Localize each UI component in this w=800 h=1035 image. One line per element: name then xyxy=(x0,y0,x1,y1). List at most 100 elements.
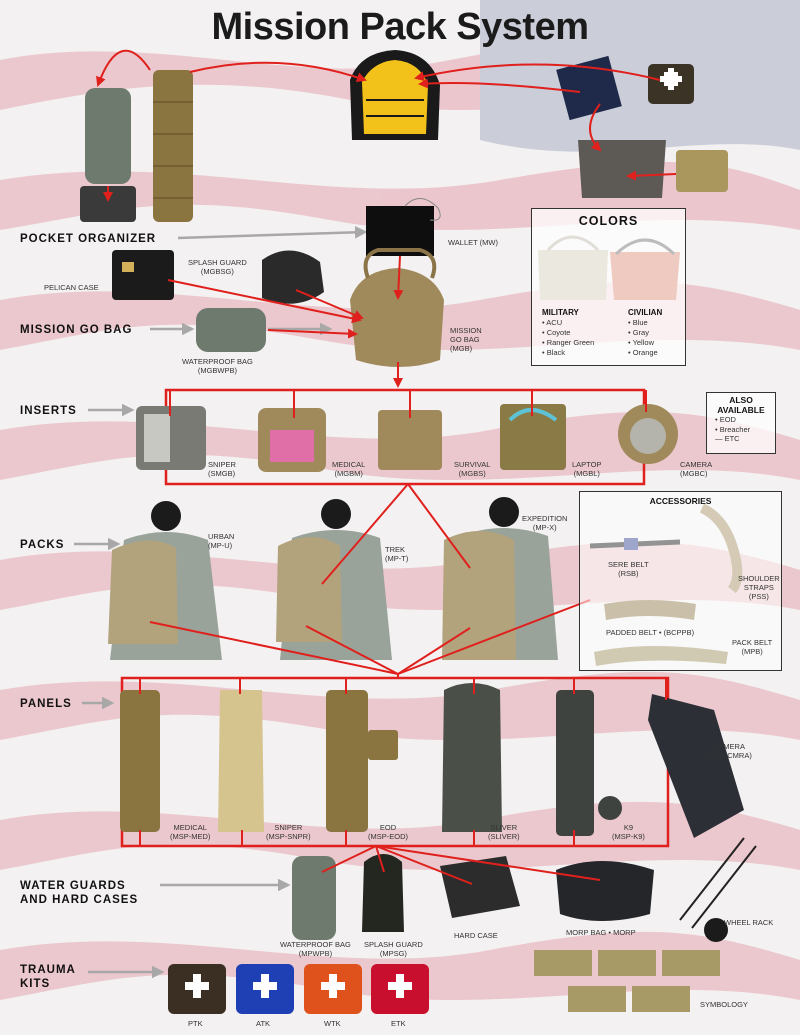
label-pack-urban-code: (MP-U) xyxy=(208,541,233,550)
patch-1 xyxy=(534,950,592,976)
label-pack-belt-name: PACK BELT xyxy=(732,638,773,647)
also-available-title-1: ALSO xyxy=(729,395,753,405)
label-panel-camera: CAMERA (MSP-CMRA) xyxy=(706,742,752,760)
label-pack-expedition-name: EXPEDITION xyxy=(522,514,568,523)
patch-3 xyxy=(662,950,720,976)
pack-expedition-figure-head xyxy=(489,497,519,527)
section-water-guards-line2: AND HARD CASES xyxy=(20,894,139,906)
military-color-item: • Ranger Green xyxy=(542,338,595,347)
section-pocket-organizer: POCKET ORGANIZER xyxy=(20,233,157,245)
label-waterproof-bag-bottom: WATERPROOF BAG (MPWPB) xyxy=(280,940,351,958)
label-panel-sniper-name: SNIPER xyxy=(274,823,303,832)
label-padded-belt: PADDED BELT • (BCPPB) xyxy=(606,628,695,637)
label-insert-survival-code: (MGBS) xyxy=(458,469,486,478)
connector-organizer-to-backpack xyxy=(418,78,581,93)
pelican-case-top xyxy=(80,186,136,222)
connector-packs-to-panels xyxy=(149,621,471,678)
connector-pelican-to-mgb xyxy=(167,279,362,324)
label-insert-survival: SURVIVAL (MGBS) xyxy=(454,460,490,478)
label-panel-k9-name: K9 xyxy=(623,823,634,832)
label-panel-medical-code: (MSP-MED) xyxy=(170,832,211,841)
connector-pouch-to-messenger xyxy=(626,170,677,181)
label-waterproof-bag-name: WATERPROOF BAG xyxy=(182,357,253,366)
civilian-color-item: • Blue xyxy=(628,318,648,327)
military-color-item: • Coyote xyxy=(542,328,571,337)
also-available-content: ALSO AVAILABLE • EOD • Breacher — ETC xyxy=(707,395,775,444)
label-panel-k9-code: (MSP-K9) xyxy=(612,832,645,841)
section-panels: PANELS xyxy=(20,698,72,710)
label-waterproof-bag-code: (MGBWPB) xyxy=(197,366,237,375)
also-available-item: • Breacher xyxy=(715,424,751,434)
hard-case-image xyxy=(440,856,520,918)
connector-panels-to-cases xyxy=(321,845,601,885)
medical-cross-icon xyxy=(185,982,209,990)
symbology-images xyxy=(534,950,720,1012)
pelican-case-image xyxy=(112,250,174,300)
label-sere-belt-name: SERE BELT xyxy=(608,560,649,569)
civilian-color-item: • Gray xyxy=(628,328,649,337)
waterproof-bag-bottom-image xyxy=(292,856,336,940)
label-panel-sliver-name: SLIVER xyxy=(490,823,518,832)
label-straps-line2: STRAPS xyxy=(743,583,774,592)
label-panel-camera-code: (MSP-CMRA) xyxy=(706,751,752,760)
label-mpsg-name: SPLASH GUARD xyxy=(364,940,423,949)
label-insert-camera-name: CAMERA xyxy=(680,460,713,469)
label-panel-camera-name: CAMERA xyxy=(712,742,745,751)
label-panel-sliver: SLIVER (SLIVER) xyxy=(488,823,520,841)
accessories-box: ACCESSORIES xyxy=(579,491,782,671)
waterproof-pouch-top xyxy=(85,88,131,184)
connector-kit-to-backpack xyxy=(414,63,661,82)
page-title: Mission Pack System xyxy=(211,6,589,48)
label-pack-expedition: EXPEDITION (MP-X) xyxy=(522,514,567,532)
military-color-item: • ACU xyxy=(542,318,563,327)
also-available-item: — ETC xyxy=(715,434,740,443)
panel-sniper-image xyxy=(218,690,264,832)
pack-urban-figure-head xyxy=(151,501,181,531)
label-insert-medical: MEDICAL (MGBM) xyxy=(332,460,365,478)
pack-images xyxy=(108,497,558,660)
section-trauma-line2: KITS xyxy=(20,978,51,990)
label-pack-belt-code: (MPB) xyxy=(741,647,763,656)
panel-medical-image xyxy=(120,690,160,832)
connector-packs-to-accessories xyxy=(397,599,591,675)
label-trauma-etk: ETK xyxy=(391,1019,406,1028)
connector-wallet-to-mgb xyxy=(393,255,404,300)
label-wallet: WALLET (MW) xyxy=(448,238,498,247)
connector-panel-to-pouch xyxy=(96,49,151,87)
label-mpwpb-name: WATERPROOF BAG xyxy=(280,940,351,949)
label-pelican-case: PELICAN CASE xyxy=(44,283,99,292)
military-colors-list: MILITARY • ACU • Coyote • Ranger Green •… xyxy=(542,308,594,358)
insert-images xyxy=(136,404,678,472)
patch-5 xyxy=(632,986,690,1012)
label-panel-sniper: SNIPER (MSP-SNPR) xyxy=(266,823,311,841)
mission-go-bag-image xyxy=(350,268,444,367)
label-panel-eod-code: (MSP-EOD) xyxy=(368,832,408,841)
label-shoulder-straps: SHOULDER STRAPS (PSS) xyxy=(738,574,780,601)
label-insert-laptop-name: LAPTOP xyxy=(572,460,602,469)
label-insert-sniper: SNIPER (SMGB) xyxy=(208,460,236,478)
arrow-pocket-organizer xyxy=(177,226,368,240)
panel-sliver-image xyxy=(442,683,502,832)
connector-panel-drops xyxy=(139,678,667,700)
medical-cross-icon xyxy=(321,982,345,990)
panel-camera-image xyxy=(648,694,744,838)
splash-guard-bottom-image xyxy=(362,854,404,932)
label-mission-go-bag: MISSION GO BAG (MGB) xyxy=(450,326,482,353)
connector-splash-to-mgb xyxy=(295,289,364,320)
hard-case-images xyxy=(292,837,757,942)
label-insert-medical-code: (MGBM) xyxy=(334,469,363,478)
label-insert-survival-name: SURVIVAL xyxy=(454,460,491,469)
medical-cross-icon xyxy=(253,982,277,990)
civilian-color-item: • Orange xyxy=(628,348,658,357)
gray-messenger xyxy=(578,140,666,198)
wheel-rack-image xyxy=(679,837,757,929)
label-insert-camera-code: (MGBC) xyxy=(680,469,708,478)
medical-cross-icon xyxy=(388,982,412,990)
label-insert-medical-name: MEDICAL xyxy=(332,460,366,469)
civilian-colors-list: CIVILIAN • Blue • Gray • Yellow • Orange xyxy=(628,308,662,358)
label-panel-sliver-code: (SLIVER) xyxy=(488,832,520,841)
section-water-guards-line1: WATER GUARDS xyxy=(20,880,126,892)
also-available-title-2: AVAILABLE xyxy=(717,404,765,415)
label-straps-line1: SHOULDER xyxy=(738,574,780,583)
